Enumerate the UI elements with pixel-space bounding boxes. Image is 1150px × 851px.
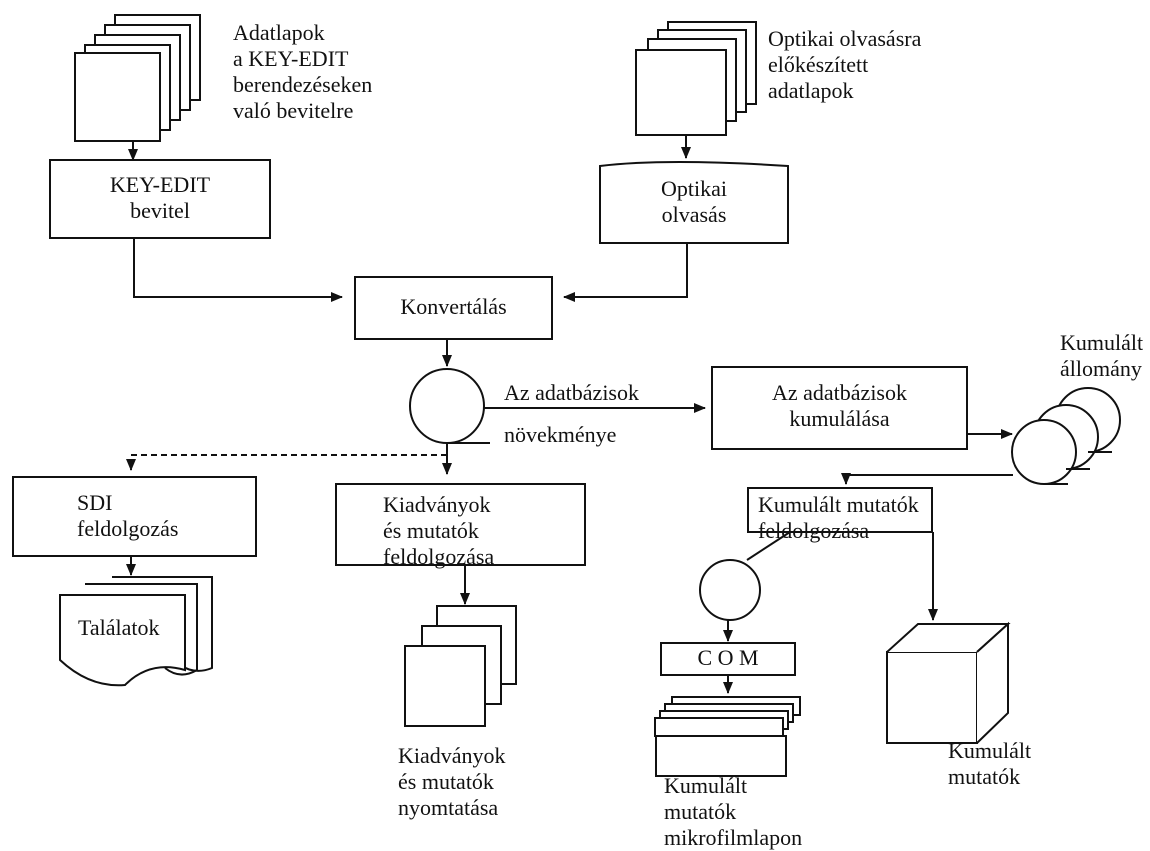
optical-reading-label: Optikai olvasás [661,176,727,227]
publications-print-label: Kiadványok és mutatók nyomtatása [398,743,506,820]
db-cumulation-box [711,366,968,450]
cumulated-indexes-output-label: Kumulált mutatók [948,738,1032,789]
cumulated-indexes-processing-box [747,487,933,533]
cumulated-indexes-processing-label: Kumulált mutatók feldolgozása [758,492,919,543]
microfilm-label: Kumulált mutatók mikrofilmlapon [664,773,803,850]
keyedit-sheets-stack-icon [74,14,201,142]
increment-label-bottom: növekménye [504,422,617,447]
conversion-box [354,276,553,340]
optical-reading-box [599,161,789,244]
publications-processing-box [335,483,586,566]
db-cumulation-label: Az adatbázisok kumulálása [772,380,907,431]
com-label: C O M [697,645,759,670]
increment-label-top: Az adatbázisok [504,380,639,405]
microfilm-tape-icon [699,559,761,621]
cumulated-indexes-cube-icon [886,621,1011,744]
optical-sheets-stack-icon [635,21,757,136]
keyedit-sheets-label: Adatlapok a KEY-EDIT berendezéseken való… [233,20,373,123]
publications-processing-label: Kiadványok és mutatók feldolgozása [383,492,495,569]
keyedit-input-box [49,159,271,239]
hits-document-icon [59,576,213,687]
cumulated-file-tapes-icon [1011,387,1121,485]
sdi-processing-box [12,476,257,557]
hits-label: Találatok [78,615,160,640]
com-box [660,642,796,676]
keyedit-input-label: KEY-EDIT bevitel [109,172,211,223]
cumulated-file-label: Kumulált állomány [1060,330,1144,381]
increment-tape-icon [409,368,490,444]
publications-print-stack-icon [404,605,517,727]
sdi-processing-label: SDI feldolgozás [77,490,179,541]
microfilm-cards-icon [654,696,801,777]
conversion-label: Konvertálás [400,294,507,319]
optical-sheets-label: Optikai olvasásra előkészített adatlapok [768,26,922,103]
